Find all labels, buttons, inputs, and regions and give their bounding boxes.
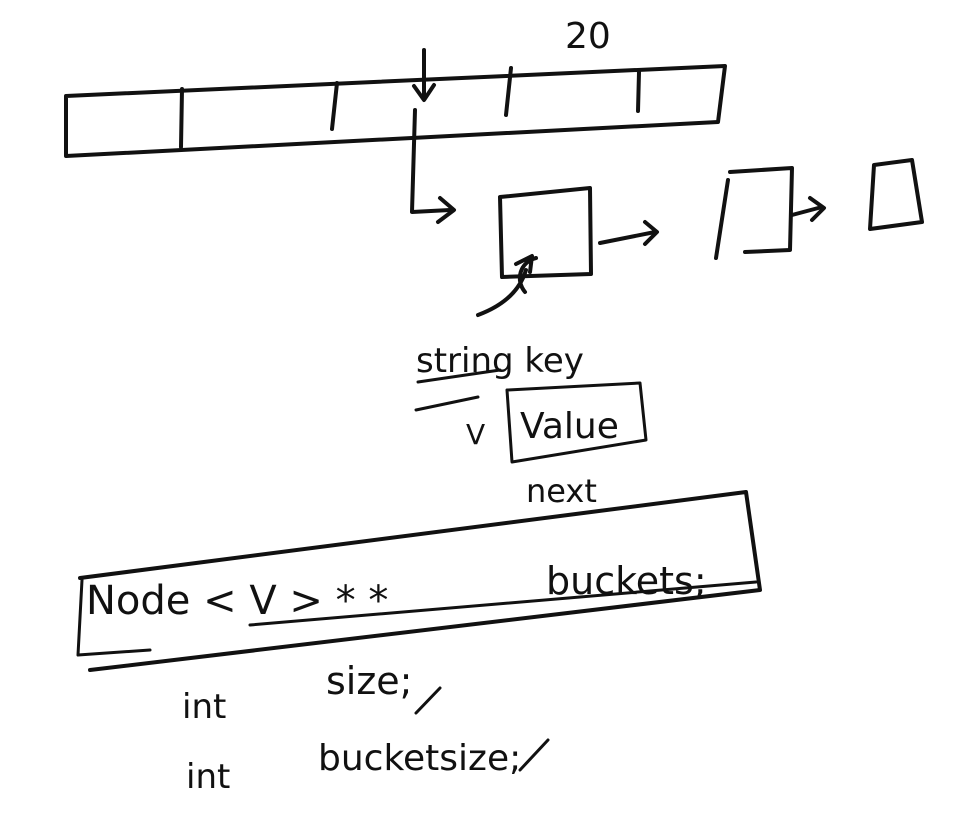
list-node-3 bbox=[868, 158, 924, 231]
node-field-value: Value bbox=[520, 406, 619, 447]
node-pointer-curve bbox=[476, 254, 538, 317]
array-divider-2 bbox=[330, 81, 339, 131]
array-divider-3 bbox=[504, 66, 513, 117]
key-underline-2 bbox=[414, 395, 480, 412]
node-field-key: string key bbox=[416, 341, 584, 381]
value-box bbox=[505, 381, 648, 464]
key-underline bbox=[416, 368, 502, 384]
node-field-value-type: V bbox=[466, 418, 485, 451]
array-divider-1 bbox=[179, 87, 184, 149]
buckets-name: buckets; bbox=[546, 559, 707, 603]
bucket-pointer-arrow bbox=[410, 48, 456, 224]
list-node-2 bbox=[714, 166, 794, 260]
list-node-1 bbox=[498, 186, 593, 279]
bucketsize-type: int bbox=[186, 757, 230, 797]
buckets-type: Node < V > * * bbox=[86, 578, 388, 624]
array-outline bbox=[64, 64, 727, 158]
size-name: size; bbox=[326, 659, 412, 703]
size-type: int bbox=[182, 687, 226, 727]
bucketsize-name: bucketsize; bbox=[318, 738, 521, 779]
class-members: Node < V > * * buckets; int size; int bu… bbox=[76, 490, 762, 797]
highlight-underline bbox=[248, 580, 758, 627]
linked-list-chain bbox=[476, 158, 924, 317]
node-struct: string key V Value next bbox=[414, 341, 648, 510]
next-arrow-2 bbox=[790, 205, 824, 217]
node-field-next: next bbox=[526, 472, 597, 510]
array-divider-4 bbox=[636, 70, 641, 113]
next-arrow-1 bbox=[598, 230, 657, 245]
array-size-label: 20 bbox=[565, 16, 611, 57]
bucket-array: 20 bbox=[64, 16, 727, 158]
highlight-box bbox=[78, 490, 762, 672]
